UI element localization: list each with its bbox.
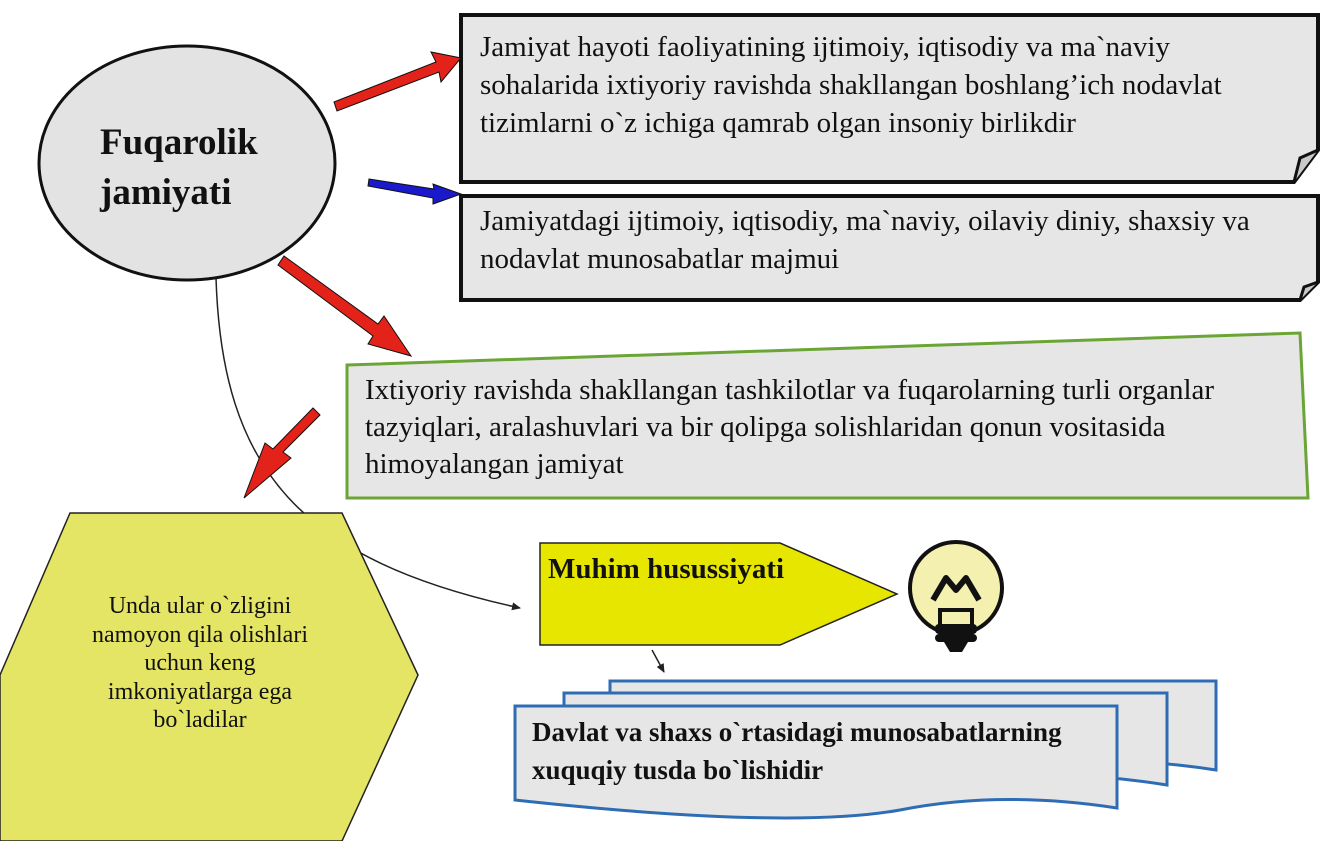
definition-text-3: Ixtiyoriy ravishda shakllangan tashkilot… bbox=[365, 374, 1215, 480]
feature-result-text: Davlat va shaxs o`rtasidagi munosabatlar… bbox=[532, 717, 1062, 785]
connector-curve bbox=[215, 277, 521, 611]
arrow-to-box3 bbox=[277, 255, 413, 357]
definition-box-3 bbox=[345, 331, 1310, 500]
feature-label: Muhim husussiyati bbox=[548, 553, 785, 585]
small-connector bbox=[651, 649, 665, 673]
center-node-label: Fuqarolik jamiyati bbox=[100, 122, 258, 213]
center-ellipse bbox=[37, 44, 337, 282]
arrow-to-hexagon bbox=[243, 407, 321, 499]
arrow-to-box1 bbox=[333, 51, 462, 112]
definition-box-2 bbox=[459, 194, 1320, 302]
definition-text-2: Jamiyatdagi ijtimoiy, iqtisodiy, ma`navi… bbox=[480, 205, 1250, 275]
lightbulb-icon bbox=[908, 540, 1004, 652]
arrow-to-box2 bbox=[367, 178, 463, 205]
definition-text-1: Jamiyat hayoti faoliyatining ijtimoiy, i… bbox=[480, 31, 1222, 139]
hexagon-text: Unda ular o`zligini namoyon qila olishla… bbox=[92, 593, 308, 733]
pentagon-shape bbox=[539, 542, 899, 646]
hexagon-shape bbox=[0, 512, 419, 841]
document-stack bbox=[513, 679, 1218, 820]
definition-box-1 bbox=[459, 13, 1320, 184]
